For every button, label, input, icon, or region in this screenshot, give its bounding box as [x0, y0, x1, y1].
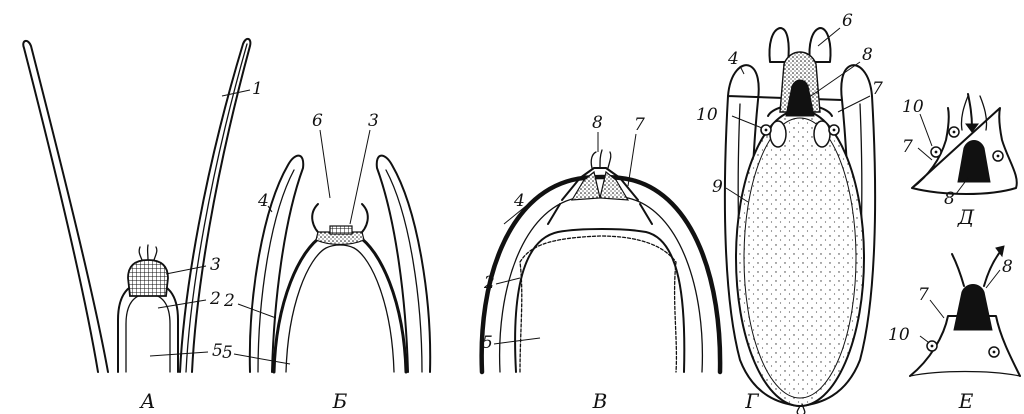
callout-e-10: 10: [888, 325, 910, 345]
callout-a-3: 3: [210, 255, 221, 275]
panel-v-drawing: [482, 150, 720, 372]
panel-a-drawing: [23, 39, 250, 372]
callout-b-4: 4: [257, 191, 269, 211]
panel-label-b: Б: [332, 389, 348, 413]
panel-label-g: Г: [744, 389, 759, 413]
panel-label-e: Е: [958, 389, 974, 413]
callout-v-4: 4: [513, 191, 525, 211]
callout-b-3: 3: [368, 111, 379, 131]
callout-g-7: 7: [872, 79, 883, 99]
panel-label-v: В: [592, 389, 608, 413]
panel-label-a: А: [138, 389, 155, 413]
callout-g-10: 10: [696, 105, 718, 125]
callout-g-9: 9: [712, 177, 723, 197]
callout-v-8: 8: [592, 113, 603, 133]
panel-b-leaders: [234, 130, 370, 364]
callout-d-8: 8: [944, 189, 955, 209]
callout-d-10: 10: [902, 97, 924, 117]
panel-d-drawing: [912, 94, 1017, 194]
callout-b-2: 2: [223, 291, 235, 311]
panel-b-drawing: [250, 156, 430, 372]
callout-d-7: 7: [902, 137, 913, 157]
callout-e-7: 7: [918, 285, 929, 305]
callout-v-7: 7: [634, 115, 645, 135]
callout-v-5: 5: [482, 333, 493, 353]
callout-a-2: 2: [209, 289, 221, 309]
panel-label-d: Д: [957, 205, 975, 229]
panel-g-drawing: [725, 28, 875, 414]
callout-b-6: 6: [312, 111, 323, 131]
callout-g-8: 8: [862, 45, 873, 65]
callout-e-8: 8: [1002, 257, 1013, 277]
callout-b-5: 5: [222, 343, 233, 363]
callout-g-4: 4: [727, 49, 739, 69]
callout-g-6: 6: [842, 11, 853, 31]
callout-a-1: 1: [252, 79, 263, 99]
callout-v-2: 2: [483, 273, 495, 293]
